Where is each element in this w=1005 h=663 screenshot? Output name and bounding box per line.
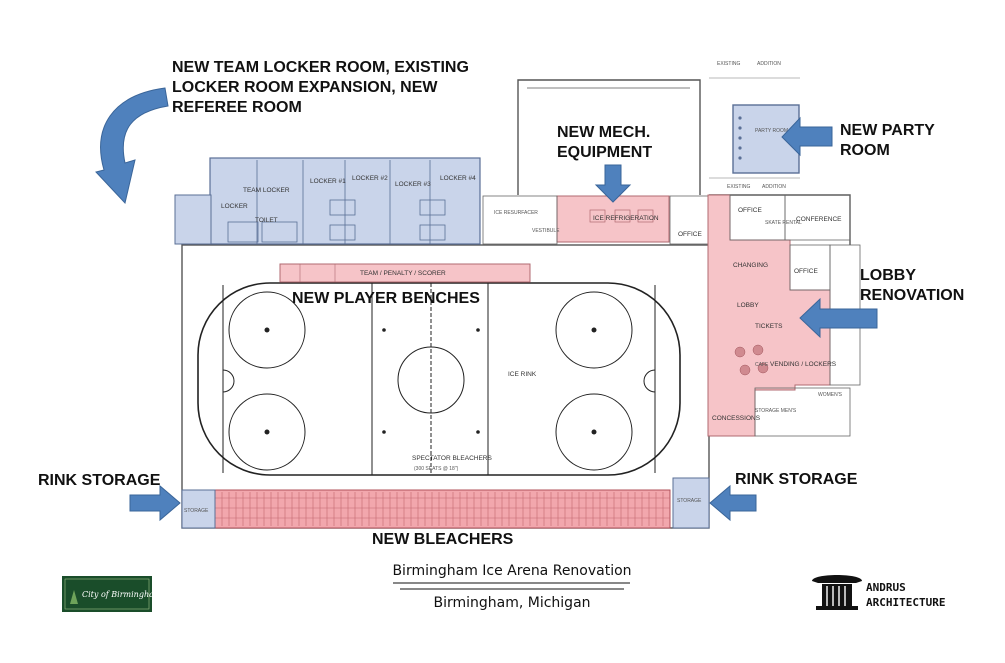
arrow-left-icon [799,297,878,339]
svg-text:LOCKER #2: LOCKER #2 [352,175,388,182]
svg-text:LOCKER #4: LOCKER #4 [440,175,476,182]
svg-text:ICE RESURFACER: ICE RESURFACER [494,210,538,216]
svg-text:SPECTATOR BLEACHERS: SPECTATOR BLEACHERS [412,455,492,462]
svg-text:CONFERENCE: CONFERENCE [796,216,842,223]
svg-text:LOCKER #3: LOCKER #3 [395,181,431,188]
svg-text:TICKETS: TICKETS [755,323,783,330]
svg-text:City of Birmingham: City of Birmingham [82,590,162,599]
svg-text:TEAM / PENALTY / SCORER: TEAM / PENALTY / SCORER [360,270,446,277]
svg-text:(300 SEATS @ 18"): (300 SEATS @ 18") [414,466,459,472]
storage-left-area [181,489,216,529]
svg-text:STORAGE: STORAGE [184,508,209,514]
svg-text:TOILET: TOILET [255,217,278,224]
svg-text:SKATE RENTAL: SKATE RENTAL [765,220,802,226]
city-logo: City of Birmingham [62,576,162,612]
room-labels: TEAM LOCKER LOCKER #1 LOCKER #2 LOCKER #… [184,61,843,514]
svg-text:ADDITION: ADDITION [757,61,781,67]
svg-text:EXISTING: EXISTING [717,61,740,67]
svg-text:ADDITION: ADDITION [762,184,786,190]
ice-rink [197,282,681,476]
svg-text:VENDING / LOCKERS: VENDING / LOCKERS [770,361,837,368]
curved-arrow-icon [95,87,169,205]
svg-text:STORAGE MEN'S: STORAGE MEN'S [755,408,797,414]
rink-storage-right-callout: RINK STORAGE [735,471,858,488]
arrow-left-icon [709,484,757,522]
party-room-callout: NEW PARTY ROOM [840,122,935,159]
project-title: Birmingham Ice Arena Renovation [392,563,632,579]
svg-text:ARCHITECTURE: ARCHITECTURE [866,596,945,609]
svg-text:ANDRUS: ANDRUS [866,581,906,594]
mech-equipment-area [556,195,670,243]
bleachers-area [214,489,671,529]
svg-text:OFFICE: OFFICE [678,231,702,238]
svg-text:EXISTING: EXISTING [727,184,750,190]
svg-text:ICE RINK: ICE RINK [508,371,537,378]
locker-room-callout: NEW TEAM LOCKER ROOM, EXISTING LOCKER RO… [172,59,469,116]
svg-text:CHANGING: CHANGING [733,262,768,269]
svg-text:LOCKER: LOCKER [221,203,248,210]
bleachers-callout: NEW BLEACHERS [372,531,514,548]
arrow-down-icon [594,164,632,203]
arrow-left-icon [781,116,833,157]
arrow-right-icon [129,484,181,522]
svg-text:OFFICE: OFFICE [738,207,762,214]
locker-wing [174,157,481,245]
player-benches-callout: NEW PLAYER BENCHES [292,290,480,307]
svg-text:WOMEN'S: WOMEN'S [818,392,843,398]
svg-text:OFFICE: OFFICE [794,268,818,275]
svg-text:PARTY ROOM: PARTY ROOM [755,128,788,134]
project-location: Birmingham, Michigan [433,595,591,611]
callout-arrows [95,87,878,522]
svg-text:CAFE: CAFE [755,362,769,368]
player-benches [279,263,531,283]
firm-logo: ANDRUS ARCHITECTURE [812,575,945,610]
rink-storage-left-callout: RINK STORAGE [38,472,161,489]
svg-text:VESTIBULE: VESTIBULE [532,228,560,234]
storage-right-area [672,477,710,529]
lobby-renovation-callout: LOBBY RENOVATION [860,267,965,304]
mech-equipment-callout: NEW MECH. EQUIPMENT [557,124,653,161]
svg-text:LOCKER #1: LOCKER #1 [310,178,346,185]
svg-text:ICE REFRIGERATION: ICE REFRIGERATION [593,215,659,222]
svg-text:CONCESSIONS: CONCESSIONS [712,415,761,422]
svg-text:STORAGE: STORAGE [677,498,702,504]
svg-text:TEAM LOCKER: TEAM LOCKER [243,187,290,194]
svg-text:LOBBY: LOBBY [737,302,759,309]
